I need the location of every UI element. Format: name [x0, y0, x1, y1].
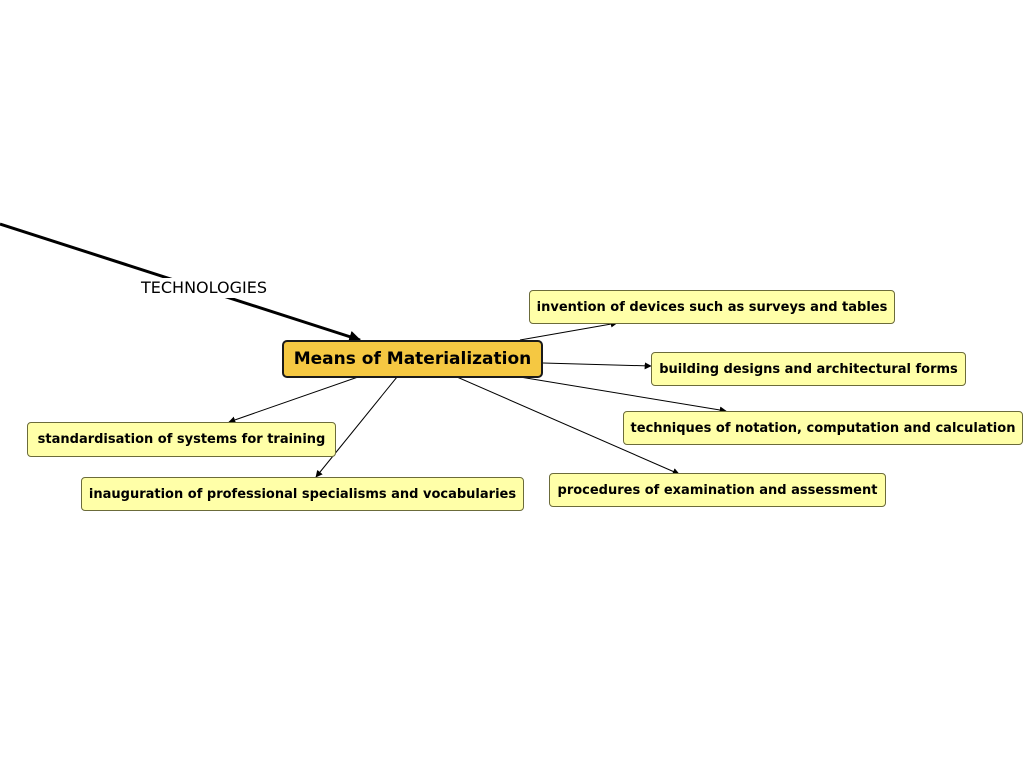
subtopic-examination[interactable]: procedures of examination and assessment	[549, 473, 886, 507]
subtopic-inauguration[interactable]: inauguration of professional specialisms…	[81, 477, 524, 511]
link-notation	[519, 376, 727, 414]
subtopic-standardisation[interactable]: standardisation of systems for training	[27, 422, 336, 457]
link-standardisation	[228, 376, 359, 424]
subtopic-devices[interactable]: invention of devices such as surveys and…	[529, 290, 895, 324]
subtopic-building[interactable]: building designs and architectural forms	[651, 352, 966, 386]
link-devices	[519, 320, 618, 341]
subtopic-notation[interactable]: techniques of notation, computation and …	[623, 411, 1023, 445]
link-examination	[456, 376, 680, 475]
parent-topic-label[interactable]: TECHNOLOGIES	[140, 278, 268, 298]
link-building	[542, 362, 652, 370]
central-topic[interactable]: Means of Materialization	[282, 340, 543, 378]
link-inauguration	[315, 376, 398, 478]
